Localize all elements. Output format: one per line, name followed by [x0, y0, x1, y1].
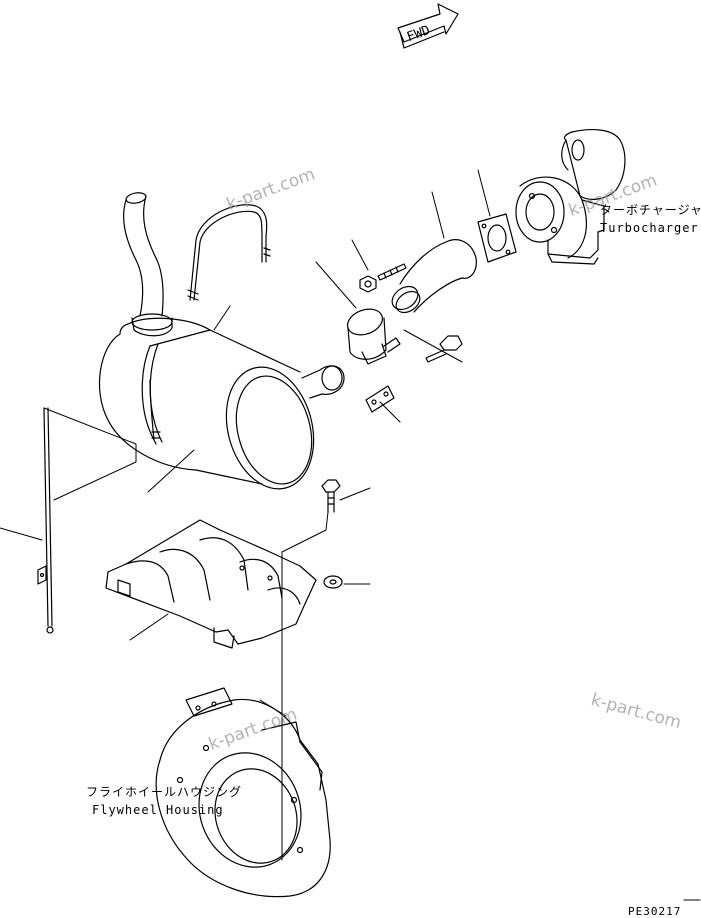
fwd-arrow [397, 3, 459, 49]
bracket-plate [365, 385, 395, 413]
clamp-bolt [425, 335, 463, 363]
flywheel-housing-label-en: Flywheel Housing [92, 803, 224, 817]
drawing-number: PE30217 [628, 905, 682, 918]
support-rod [37, 407, 54, 634]
muffler [98, 317, 345, 490]
tail-pipe [123, 192, 173, 337]
gasket [477, 213, 517, 263]
flywheel-housing-label-jp: フライホイールハウジング [86, 785, 243, 799]
turbocharger [515, 129, 626, 265]
stud-and-nut [359, 263, 407, 293]
turbocharger-label-en: Turbocharger [600, 221, 699, 235]
clamp [346, 308, 401, 365]
leader-lines [0, 169, 491, 861]
bracket-bolt [321, 479, 341, 513]
turbocharger-label-jp: ターボチャージャ [600, 203, 701, 217]
u-bolt-upper [187, 204, 271, 301]
muffler-bracket [105, 519, 317, 649]
exhaust-elbow [391, 239, 477, 314]
flywheel-housing [155, 687, 331, 898]
u-bolt-lower [149, 379, 161, 445]
washer [323, 575, 343, 589]
